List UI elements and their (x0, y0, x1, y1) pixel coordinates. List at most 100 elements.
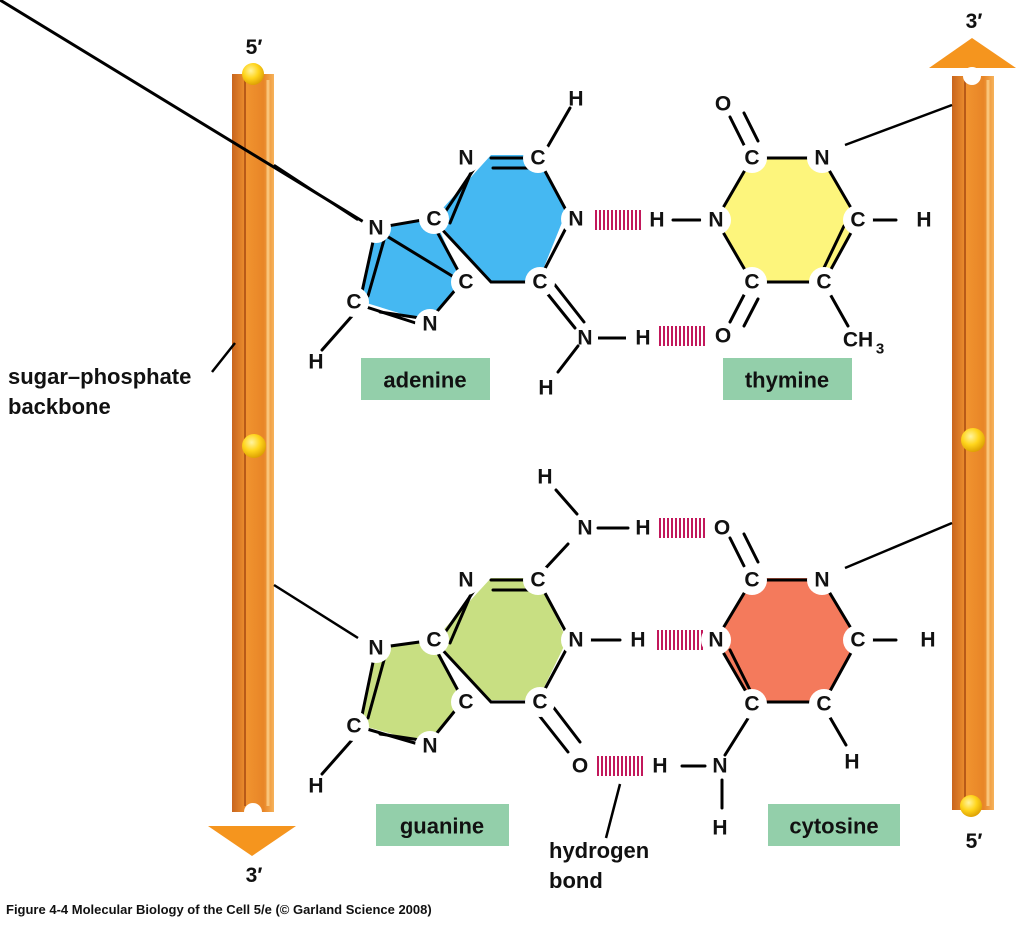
phosphate-notch (963, 67, 981, 85)
atom-label: C (816, 693, 831, 716)
guanine-label: guanine (376, 804, 509, 846)
atom-label: H (630, 629, 645, 652)
guanine-ring-5 (360, 640, 462, 744)
atom-label: O (715, 325, 731, 348)
cytosine-ring (716, 578, 858, 702)
guanine-name: guanine (400, 814, 484, 839)
atom-label: N (422, 313, 437, 336)
phosphate-ball (242, 63, 264, 85)
atom-label: H (652, 755, 667, 778)
atom-label: H (844, 751, 859, 774)
atom-label: C (458, 691, 473, 714)
atom-label: C (426, 629, 441, 652)
hbond-label-line2: bond (549, 868, 603, 893)
atom-label: N (458, 147, 473, 170)
atom-label: N (422, 735, 437, 758)
atom-label: C (426, 208, 441, 231)
atom-label: N (568, 208, 583, 231)
adenine-atoms: H N C N C N C C C N H N H H (308, 88, 650, 400)
atom-badges (339, 143, 873, 761)
atom-label: C (346, 291, 361, 314)
atom-label: C (850, 629, 865, 652)
atom-label: N (458, 569, 473, 592)
atom-label: N (814, 147, 829, 170)
atom-label: N (368, 637, 383, 660)
atom-label: N (568, 629, 583, 652)
atom-label: H (920, 629, 935, 652)
left-strand-bottom-end: 3′ (246, 864, 263, 887)
atom-label: H (538, 377, 553, 400)
right-strand-bottom-end: 5′ (966, 830, 983, 853)
guanine-ring-6 (434, 578, 567, 700)
phosphate-ball (960, 795, 982, 817)
adenine-ring-5 (360, 218, 462, 322)
hbond-A-T-1 (595, 210, 641, 230)
atom-label: H (308, 775, 323, 798)
atom-label: H (649, 209, 664, 232)
atom-label: C (744, 271, 759, 294)
hbond-G-C-1 (659, 518, 705, 538)
backbone-label-line2: backbone (8, 394, 111, 419)
atom-label: N (577, 517, 592, 540)
atom-label: C (532, 691, 547, 714)
atom-label: CH (843, 329, 873, 352)
atom-label: N (814, 569, 829, 592)
thymine-atoms: O C N H N C H C C O CH 3 (649, 93, 931, 358)
guanine-atoms: H N H N C N H C N C C C N H O (308, 466, 650, 798)
adenine-label: adenine (361, 358, 490, 400)
atom-label: C (346, 715, 361, 738)
atom-label: H (635, 327, 650, 350)
left-strand: 5′ 3′ (208, 36, 296, 887)
phosphate-ball (961, 428, 985, 452)
cytosine-name: cytosine (789, 814, 878, 839)
atom-label: H (537, 466, 552, 489)
atom-label: O (715, 93, 731, 116)
donor-bonds (598, 336, 628, 530)
hydrogen-bonds (595, 210, 705, 776)
atom-label: H (635, 517, 650, 540)
adenine-name: adenine (383, 368, 466, 393)
atom-label: H (308, 351, 323, 374)
thymine-name: thymine (745, 368, 829, 393)
atom-label: 3 (876, 341, 884, 358)
hbond-pointer (604, 783, 622, 839)
atom-label: N (708, 629, 723, 652)
atom-label: O (572, 755, 588, 778)
atom-label: N (577, 327, 592, 350)
hbond-G-C-2 (657, 630, 703, 650)
atom-label: H (712, 817, 727, 840)
atom-label: H (916, 209, 931, 232)
atom-label: O (714, 517, 730, 540)
strand-arrow-down (208, 826, 296, 856)
atom-label: C (850, 209, 865, 232)
atom-label: C (530, 147, 545, 170)
hbond-A-T-2 (659, 326, 705, 346)
atom-label: N (708, 209, 723, 232)
cytosine-atoms: O C N N C H C C H H N H (652, 517, 935, 840)
atom-label: C (530, 569, 545, 592)
adenine-ring-6 (434, 155, 567, 282)
thymine-ring (716, 158, 858, 282)
atom-label: C (816, 271, 831, 294)
phosphate-notch (244, 803, 262, 821)
thymine-label: thymine (723, 358, 852, 400)
atom-label: C (744, 569, 759, 592)
atom-label: C (532, 271, 547, 294)
atom-label: N (712, 755, 727, 778)
atom-label: C (744, 147, 759, 170)
hbond-label-line1: hydrogen (549, 838, 649, 863)
atom-label: N (368, 217, 383, 240)
phosphate-ball (242, 434, 266, 458)
right-strand: 3′ 5′ (929, 10, 1016, 853)
atom-label: C (458, 271, 473, 294)
figure-caption: Figure 4-4 Molecular Biology of the Cell… (6, 902, 432, 917)
backbone-label-line1: sugar–phosphate (8, 364, 191, 389)
right-strand-top-end: 3′ (966, 10, 983, 33)
strand-arrow-up (929, 38, 1016, 68)
left-strand-top-end: 5′ (246, 36, 263, 59)
hbond-G-C-3 (597, 756, 643, 776)
atom-label: H (568, 88, 583, 111)
cytosine-label: cytosine (768, 804, 900, 846)
atom-label: C (744, 693, 759, 716)
